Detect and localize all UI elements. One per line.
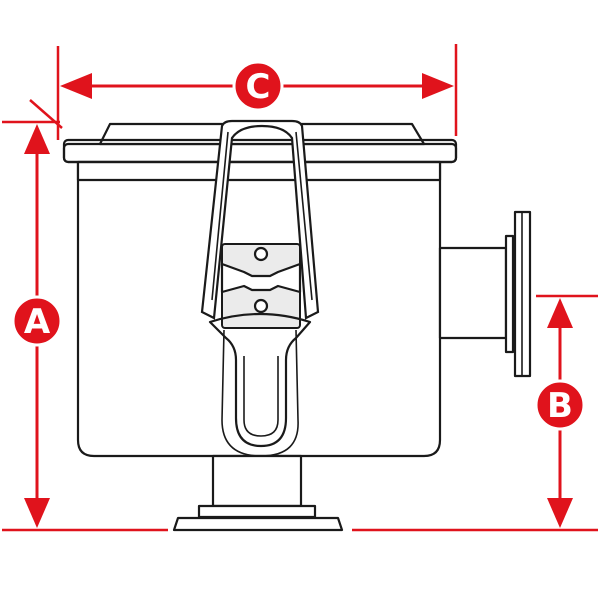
label-b: B (547, 386, 573, 426)
vessel-lid (62, 122, 458, 182)
bottom-outlet (172, 454, 344, 532)
latch-clamp (200, 119, 320, 457)
side-outlet (438, 210, 532, 378)
label-c: C (246, 67, 271, 107)
label-a: A (24, 302, 51, 342)
label-a-badge: A (11, 295, 63, 347)
label-c-badge: C (232, 60, 284, 112)
label-b-badge: B (534, 379, 586, 431)
